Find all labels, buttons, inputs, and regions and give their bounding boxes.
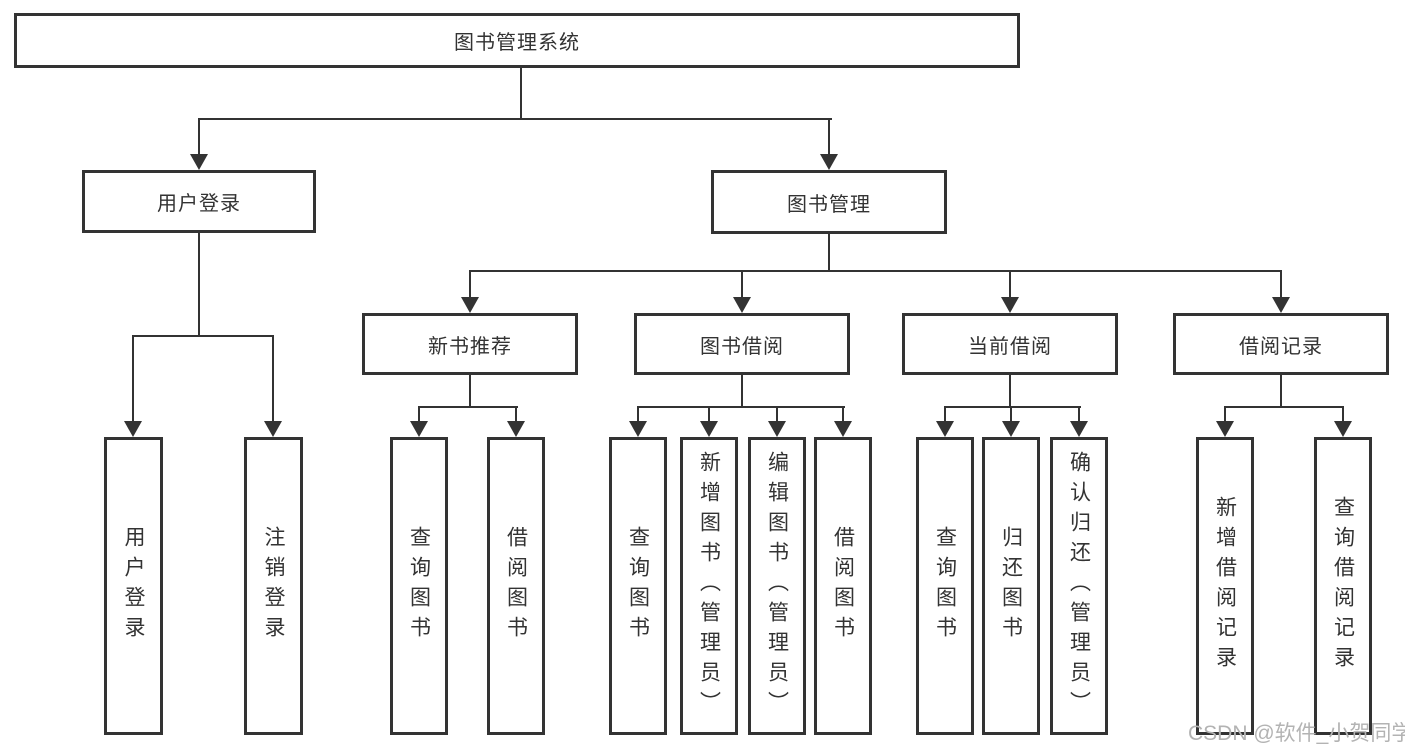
arrow-down-icon	[124, 421, 142, 437]
arrow-down-icon	[834, 421, 852, 437]
node-new-book-recommend: 新书推荐	[362, 313, 578, 375]
arrow-down-icon	[1272, 297, 1290, 313]
node-label: 新增图书（管理员）	[697, 451, 721, 721]
connector-line	[1224, 406, 1344, 408]
node-label: 借阅记录	[1239, 335, 1323, 358]
arrow-down-icon	[936, 421, 954, 437]
connector-line	[1010, 406, 1012, 423]
node-root: 图书管理系统	[14, 13, 1020, 68]
arrow-down-icon	[629, 421, 647, 437]
leaf-borrow-books: 借阅图书	[814, 437, 872, 735]
node-label: 新增借阅记录	[1213, 496, 1237, 676]
node-borrow-record: 借阅记录	[1173, 313, 1389, 375]
arrow-down-icon	[1070, 421, 1088, 437]
arrow-down-icon	[820, 154, 838, 170]
node-current-borrow: 当前借阅	[902, 313, 1118, 375]
connector-line	[272, 335, 274, 423]
leaf-query-books-recommend: 查询图书	[390, 437, 448, 735]
leaf-confirm-return-admin: 确认归还（管理员）	[1050, 437, 1108, 735]
connector-line	[637, 406, 845, 408]
arrow-down-icon	[700, 421, 718, 437]
arrow-down-icon	[1002, 421, 1020, 437]
leaf-query-borrow-record: 查询借阅记录	[1314, 437, 1372, 735]
node-label: 确认归还（管理员）	[1067, 451, 1091, 721]
node-label: 用户登录	[122, 526, 145, 646]
arrow-down-icon	[1216, 421, 1234, 437]
leaf-edit-book-admin: 编辑图书（管理员）	[748, 437, 806, 735]
leaf-add-book-admin: 新增图书（管理员）	[680, 437, 738, 735]
node-label: 查询图书	[407, 526, 431, 646]
arrow-down-icon	[410, 421, 428, 437]
connector-line	[741, 375, 743, 408]
node-label: 借阅图书	[504, 526, 528, 646]
node-book-management: 图书管理	[711, 170, 947, 234]
connector-line	[198, 118, 832, 120]
connector-line	[469, 270, 1282, 272]
connector-line	[944, 406, 1081, 408]
arrow-down-icon	[264, 421, 282, 437]
arrow-down-icon	[461, 297, 479, 313]
connector-line	[708, 406, 710, 423]
arrow-down-icon	[1334, 421, 1352, 437]
node-label: 编辑图书（管理员）	[765, 451, 789, 721]
connector-line	[828, 118, 830, 156]
leaf-logout: 注销登录	[244, 437, 303, 735]
leaf-return-books: 归还图书	[982, 437, 1040, 735]
node-label: 用户登录	[157, 193, 241, 215]
node-user-login: 用户登录	[82, 170, 316, 233]
connector-line	[515, 406, 517, 423]
node-label: 图书管理系统	[454, 32, 580, 54]
leaf-query-books-borrow: 查询图书	[609, 437, 667, 735]
node-book-borrow: 图书借阅	[634, 313, 850, 375]
node-label: 当前借阅	[968, 335, 1052, 358]
connector-line	[741, 270, 743, 299]
node-label: 注销登录	[262, 526, 285, 646]
connector-line	[520, 68, 522, 120]
node-label: 借阅图书	[831, 526, 855, 646]
node-label: 图书管理	[787, 193, 871, 216]
arrow-down-icon	[507, 421, 525, 437]
arrow-down-icon	[190, 154, 208, 170]
connector-line	[1224, 406, 1226, 423]
connector-line	[198, 233, 200, 337]
connector-line	[1280, 375, 1282, 408]
node-label: 新书推荐	[428, 335, 512, 358]
node-label: 查询图书	[626, 526, 650, 646]
leaf-user-login: 用户登录	[104, 437, 163, 735]
connector-line	[418, 406, 518, 408]
connector-line	[1009, 375, 1011, 408]
node-label: 归还图书	[999, 526, 1023, 646]
connector-line	[132, 335, 134, 423]
leaf-add-borrow-record: 新增借阅记录	[1196, 437, 1254, 735]
leaf-borrow-books-recommend: 借阅图书	[487, 437, 545, 735]
connector-line	[828, 234, 830, 272]
connector-line	[1009, 270, 1011, 299]
connector-line	[198, 118, 200, 156]
connector-line	[469, 270, 471, 299]
connector-line	[637, 406, 639, 423]
arrow-down-icon	[1001, 297, 1019, 313]
node-label: 图书借阅	[700, 335, 784, 358]
node-label: 查询图书	[933, 526, 957, 646]
connector-line	[469, 375, 471, 408]
csdn-watermark: CSDN @软件_小贺同学	[1188, 722, 1405, 745]
node-label: 查询借阅记录	[1331, 496, 1355, 676]
connector-line	[418, 406, 420, 423]
leaf-query-books-current: 查询图书	[916, 437, 974, 735]
connector-line	[944, 406, 946, 423]
arrow-down-icon	[733, 297, 751, 313]
connector-line	[1078, 406, 1080, 423]
connector-line	[776, 406, 778, 423]
connector-line	[842, 406, 844, 423]
connector-line	[1280, 270, 1282, 299]
arrow-down-icon	[768, 421, 786, 437]
connector-line	[1342, 406, 1344, 423]
connector-line	[132, 335, 274, 337]
